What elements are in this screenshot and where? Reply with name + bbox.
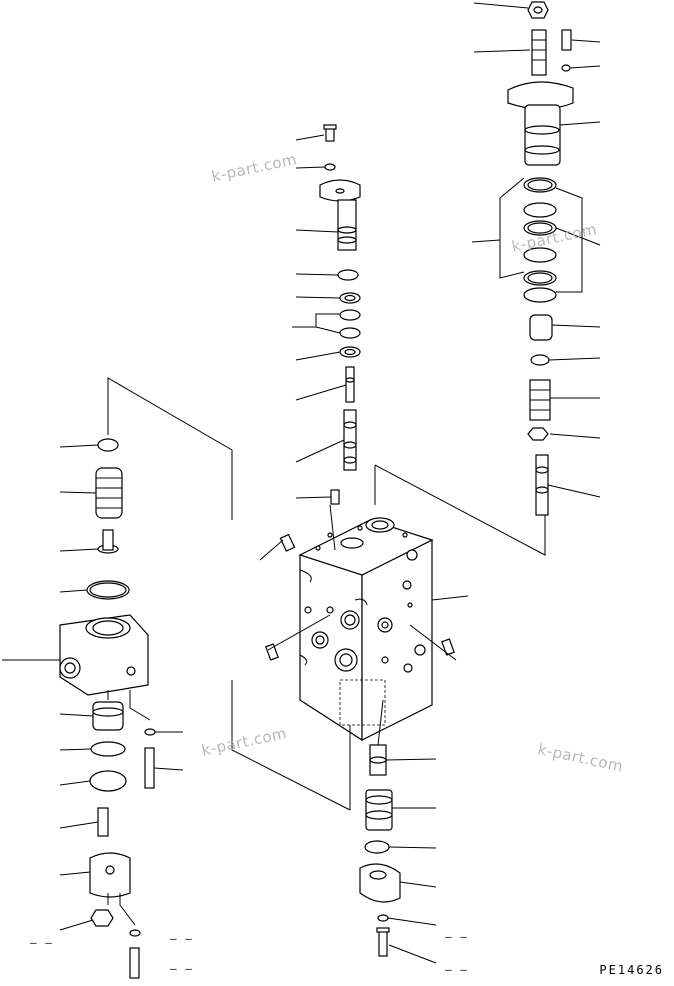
side-bolts [265,638,455,661]
placeholder-mark: – – [445,930,468,943]
lower-stack [359,744,401,957]
upper-spool-stack [279,124,361,552]
assembly-lines [107,377,546,926]
placeholder-mark: – – [170,962,193,975]
callout-leaders [2,2,601,964]
placeholder-mark: – – [445,963,468,976]
right-spool-stack [507,1,574,516]
placeholder-mark: – – [30,936,53,949]
placeholder-mark: – – [170,932,193,945]
drawing-code: PE14626 [599,963,664,977]
valve-body [298,517,434,742]
left-valve-stack [59,438,156,979]
